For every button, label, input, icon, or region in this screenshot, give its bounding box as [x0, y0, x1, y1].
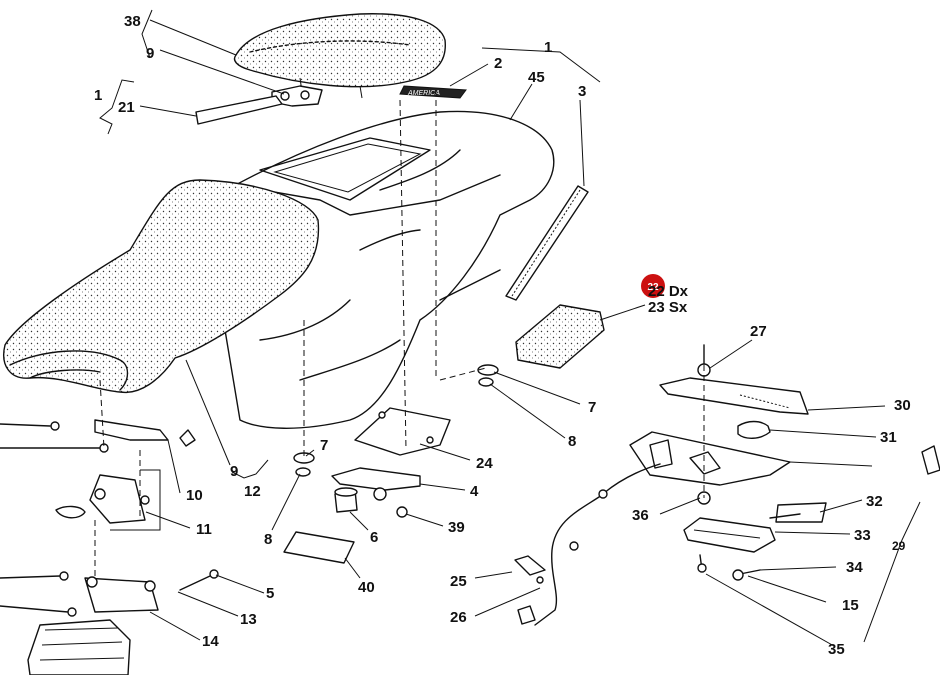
lens-cover: [683, 491, 776, 553]
leader-lines: [139, 19, 886, 647]
side-strip: [505, 185, 589, 301]
rear-frame-bracket: [84, 576, 159, 613]
callout-11: 11: [196, 521, 212, 538]
callout-12: 12: [244, 483, 261, 500]
callout-38: 38: [124, 13, 141, 30]
callout-40: 40: [358, 579, 375, 596]
highlight-badge: [641, 274, 665, 298]
highlight-badge-label: 22: [647, 282, 659, 293]
rubber-mount: [334, 487, 408, 518]
grommet-right: [477, 364, 499, 387]
cable-harness: [514, 463, 661, 626]
callout-25: 25: [450, 573, 467, 590]
callout-32: 32: [866, 493, 883, 510]
callout-9: 9: [146, 45, 154, 62]
rider-seat: [3, 179, 320, 394]
callout-30: 30: [894, 397, 911, 414]
bulb: [737, 420, 771, 439]
callout-39: 39: [448, 519, 465, 536]
seat-logo: AMERICA: [407, 90, 440, 97]
plate: [283, 531, 355, 564]
seat-pad: [515, 304, 605, 369]
callout-8-right: 8: [568, 433, 576, 450]
callout-13: 13: [240, 611, 257, 628]
callout-4: 4: [470, 483, 479, 500]
passenger-seat-cover: [233, 13, 447, 99]
callout-9-lower: 9: [230, 463, 238, 480]
callout-34: 34: [846, 559, 863, 576]
callout-7-middle: 7: [320, 437, 328, 454]
group-braces: [99, 9, 921, 643]
tail-badge: AMERICA: [399, 85, 467, 99]
assembly-lines: [94, 90, 705, 580]
callout-2: 2: [494, 55, 502, 72]
callout-27: 27: [750, 323, 767, 340]
side-reflector-29: [921, 445, 940, 475]
callout-14: 14: [202, 633, 219, 650]
callout-26: 26: [450, 609, 467, 626]
mounting-bracket: [331, 407, 451, 501]
callout-24: 24: [476, 455, 493, 472]
callout-6: 6: [370, 529, 378, 546]
license-light-bar: [659, 344, 809, 415]
callout-10: 10: [186, 487, 203, 504]
callout-22-dx: 22 Dx: [648, 283, 689, 300]
latch-assembly: [55, 419, 196, 524]
callout-21: 21: [118, 99, 135, 116]
light-housing: [629, 431, 791, 486]
callout-15: 15: [842, 597, 859, 614]
grommet-middle: [293, 452, 315, 477]
callout-29: 29: [892, 539, 906, 553]
callout-36: 36: [632, 507, 649, 524]
callout-7-right: 7: [588, 399, 596, 416]
callout-5: 5: [266, 585, 274, 602]
callout-8-middle: 8: [264, 531, 272, 548]
callout-33: 33: [854, 527, 871, 544]
callout-45: 45: [528, 69, 545, 86]
bolts-left: [0, 421, 219, 617]
callout-31: 31: [880, 429, 897, 446]
callout-1-top: 1: [544, 39, 552, 56]
tail-lamp: [27, 619, 131, 675]
callout-3: 3: [578, 83, 586, 100]
callout-1: 1: [94, 87, 102, 104]
callout-23-sx: 23 Sx: [648, 299, 688, 316]
bolts-right: [697, 513, 801, 581]
callout-labels: 38 9 1 21 2 1 45 3 22 22 Dx 23 Sx 27 7 8…: [94, 13, 911, 658]
tail-fairing: [219, 110, 555, 429]
callout-35: 35: [828, 641, 845, 658]
reflector: [775, 502, 827, 523]
seat-strip: [195, 95, 283, 125]
